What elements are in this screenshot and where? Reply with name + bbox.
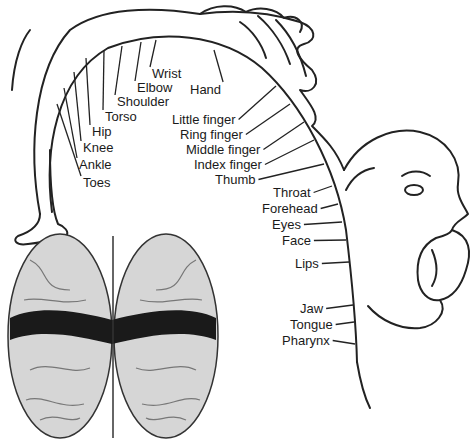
leader-line [214,50,223,82]
body-part-label: Eyes [272,217,301,232]
body-part-label: Face [282,233,311,248]
body-part-label: Ankle [79,157,112,172]
body-part-label: Knee [83,140,113,155]
leader-line [57,104,81,176]
body-part-label: Hand [190,82,221,97]
brain-top-view [8,234,218,438]
leader-line [314,239,346,241]
leader-line [246,104,290,135]
leader-line [258,164,324,180]
leader-line [135,42,141,81]
body-part-label: Toes [83,175,110,190]
leader-line [103,50,104,110]
body-part-label: Hip [92,124,112,139]
leader-line [263,122,304,150]
body-part-label: Ring finger [180,127,243,142]
leader-line [314,186,332,193]
leader-line [336,322,354,325]
body-part-label: Index finger [194,157,262,172]
body-part-label: Thumb [215,172,255,187]
body-part-label: Elbow [137,80,172,95]
leader-line [333,341,355,345]
body-part-label: Shoulder [117,94,169,109]
leader-line [64,88,77,158]
body-part-label: Pharynx [282,333,330,348]
body-part-label: Jaw [300,301,323,316]
leader-line [265,140,314,165]
body-part-label: Tongue [290,317,333,332]
leader-line [326,305,353,309]
leader-line [150,40,156,67]
leader-line [115,46,122,95]
leader-line [239,86,276,120]
leader-line [321,204,338,209]
body-part-label: Middle finger [186,142,260,157]
body-part-label: Little finger [172,112,236,127]
body-part-label: Forehead [262,201,318,216]
leader-line [322,262,349,264]
leader-line [74,72,81,141]
leader-line [86,58,90,125]
leader-line [304,222,342,225]
body-part-label: Torso [105,109,137,124]
body-part-label: Lips [295,256,319,271]
body-part-label: Wrist [152,66,181,81]
body-part-label: Throat [273,185,311,200]
